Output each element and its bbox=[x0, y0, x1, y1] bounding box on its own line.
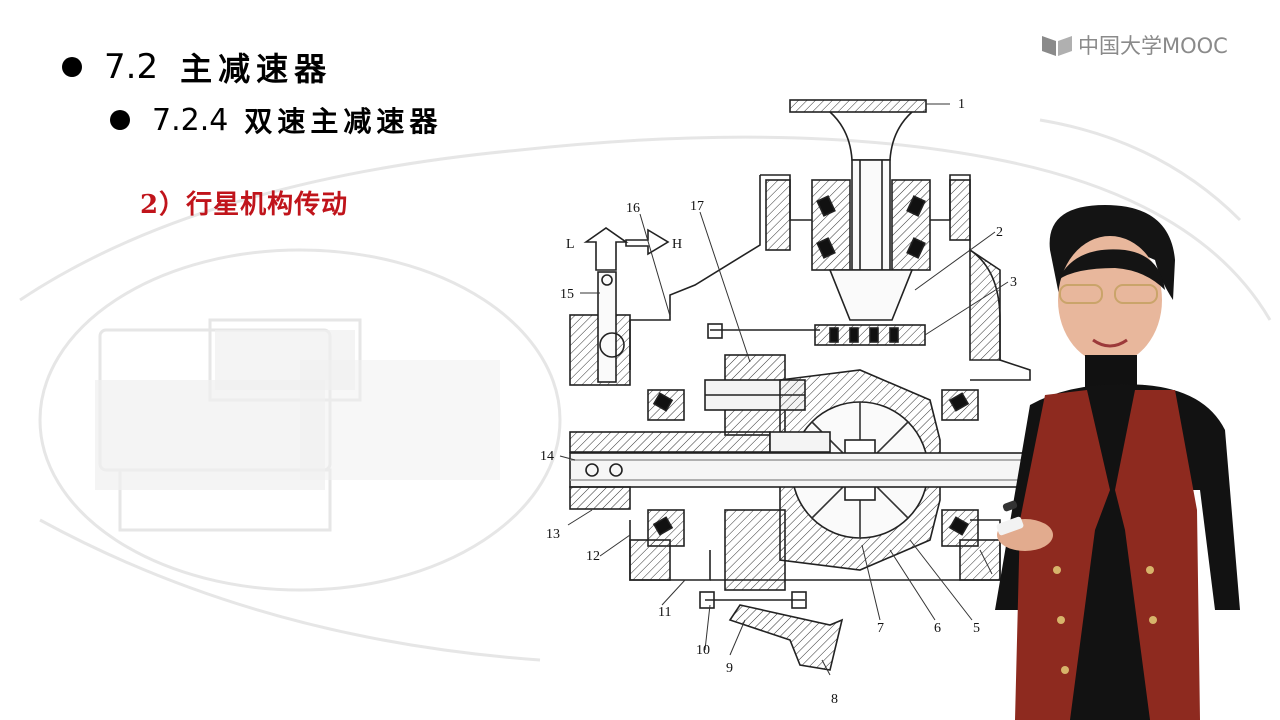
part-label: 7 bbox=[877, 621, 884, 636]
heading1-title: 主减速器 bbox=[180, 50, 333, 88]
heading2-title: 双速主减速器 bbox=[244, 105, 443, 138]
part-label: 6 bbox=[934, 621, 941, 636]
part-label: 12 bbox=[586, 549, 600, 564]
part-label: 1 bbox=[958, 97, 965, 112]
subheading: 2）行星机构传动 bbox=[140, 190, 349, 220]
planetary-gear-reducer-diagram: 1 2 3 4 5 6 7 8 9 10 11 12 13 14 15 16 1… bbox=[540, 97, 1031, 707]
presenter-figure bbox=[995, 205, 1240, 720]
heading-level1: 7.2 主减速器 bbox=[62, 44, 332, 90]
shift-label-low: L bbox=[566, 237, 575, 252]
heading1-number: 7.2 bbox=[104, 47, 159, 87]
bullet-icon bbox=[62, 57, 82, 77]
part-label: 3 bbox=[1010, 275, 1017, 290]
heading-level2: 7.2.4 双速主减速器 bbox=[110, 100, 442, 140]
part-label: 14 bbox=[540, 449, 554, 464]
part-label: 10 bbox=[696, 643, 710, 658]
heading2-number: 7.2.4 bbox=[152, 102, 229, 138]
part-label: 5 bbox=[973, 621, 980, 636]
part-label: 13 bbox=[546, 527, 560, 542]
part-label: 11 bbox=[658, 605, 671, 620]
part-label: 2 bbox=[996, 225, 1003, 240]
shift-label-high: H bbox=[672, 237, 682, 252]
book-icon bbox=[1042, 36, 1072, 56]
mooc-logo: 中国大学MOOC bbox=[1040, 30, 1228, 60]
part-label: 9 bbox=[726, 661, 733, 676]
part-label: 8 bbox=[831, 692, 838, 707]
part-label: 15 bbox=[560, 287, 574, 302]
logo-text: 中国大学MOOC bbox=[1078, 34, 1228, 58]
part-label: 16 bbox=[626, 201, 640, 216]
bullet-icon bbox=[110, 110, 130, 130]
part-label: 17 bbox=[690, 199, 704, 214]
